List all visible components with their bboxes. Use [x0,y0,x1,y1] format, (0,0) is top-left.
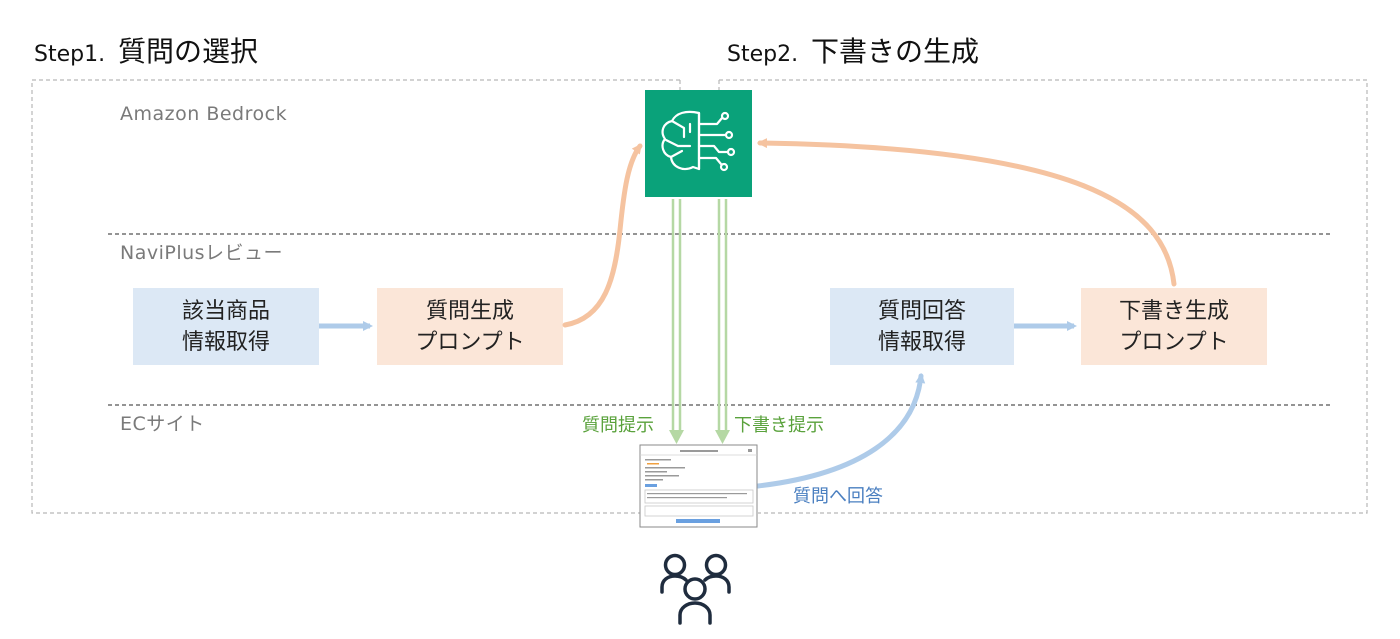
step1-name: 質問の選択 [118,35,258,68]
label-question-display: 質問提示 [582,415,654,436]
step2-title: Step2. 下書きの生成 [727,35,979,68]
arrow-draft-display [715,199,730,444]
arrow-question-display [669,199,684,444]
arrow-prompt-to-bedrock [562,143,643,328]
box-question-prompt-line2: プロンプト [415,330,524,355]
arrow-answer-to-answer-info [755,373,926,489]
label-answer-question: 質問へ回答 [793,486,883,507]
lane-label-ec: ECサイト [120,413,205,435]
box-product-info-line1: 該当商品 [182,299,270,324]
box-question-prompt: 質問生成 プロンプト [377,288,563,365]
arrow-draft-prompt-to-bedrock [757,138,1177,287]
ec-question-dialog-thumbnail [639,444,758,528]
box-draft-prompt-line2: プロンプト [1119,330,1228,355]
step1-title: Step1. 質問の選択 [34,35,258,68]
step1-frame [31,79,680,514]
step2-name: 下書きの生成 [811,35,979,68]
box-product-info: 該当商品 情報取得 [133,288,319,365]
box-question-prompt-line1: 質問生成 [426,299,514,324]
step2-frame [719,79,1368,514]
box-answer-info-line1: 質問回答 [878,299,966,324]
box-draft-prompt: 下書き生成 プロンプト [1081,288,1267,365]
box-draft-prompt-line1: 下書き生成 [1119,299,1229,324]
step2-prefix: Step2. [727,42,798,67]
box-answer-info-line2: 情報取得 [878,330,966,355]
users-group-icon [660,553,731,625]
lane-label-bedrock: Amazon Bedrock [120,103,287,125]
box-answer-info: 質問回答 情報取得 [830,288,1014,365]
step1-prefix: Step1. [34,42,105,67]
lane-label-naviplus: NaviPlusレビュー [120,242,283,264]
box-product-info-line2: 情報取得 [182,330,270,355]
label-draft-display: 下書き提示 [734,415,824,436]
brain-circuit-icon [645,90,752,197]
